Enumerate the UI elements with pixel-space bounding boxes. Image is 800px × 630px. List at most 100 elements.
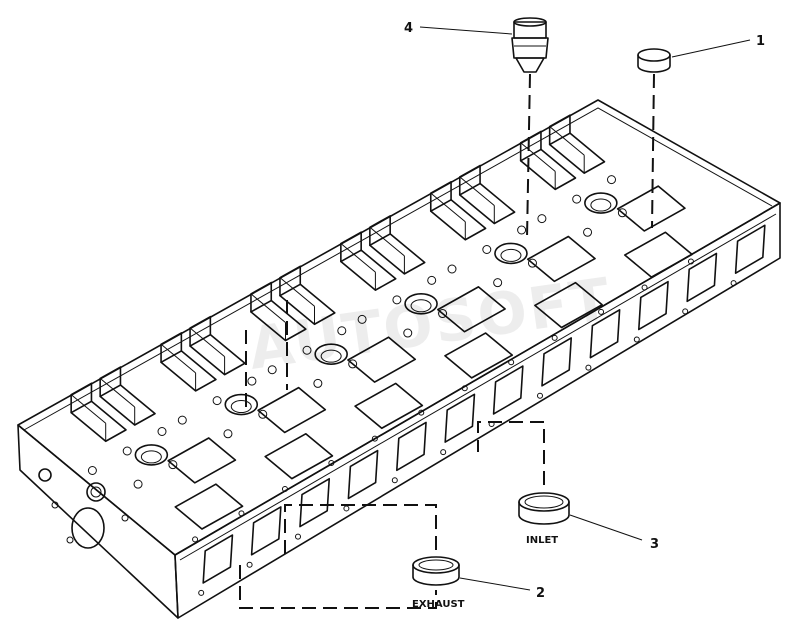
bolt-hole: [537, 214, 547, 224]
bolt-hole: [583, 227, 593, 237]
rocker-pedestal: [340, 249, 397, 291]
side-bolt-hole: [198, 589, 205, 596]
bolt-hole: [133, 479, 143, 489]
rocker-pedestal-top: [429, 180, 452, 212]
side-bolt-hole: [343, 505, 350, 512]
side-bolt-hole: [633, 336, 640, 343]
top-port: [174, 483, 244, 530]
rocker-pedestal: [99, 384, 156, 426]
bores-and-holes: [87, 175, 694, 543]
part-1-cap: [637, 48, 671, 229]
pedestal-edge: [250, 293, 286, 323]
pedestal-edge: [430, 192, 466, 223]
injector-bore: [314, 343, 348, 365]
exhaust-caption: EXHAUST: [412, 599, 465, 610]
rocker-pedestal: [70, 400, 127, 443]
rocker-pedestal-top: [250, 281, 273, 313]
pedestal-edge: [279, 277, 315, 307]
cylinder-head-block: [17, 99, 781, 619]
side-port: [395, 421, 427, 472]
side-port: [202, 534, 234, 584]
side-port: [347, 449, 379, 500]
bolt-hole: [223, 429, 233, 439]
small-hole: [551, 334, 558, 341]
top-port: [354, 382, 424, 430]
bolt-hole: [337, 326, 347, 336]
pedestal-edge: [99, 378, 136, 408]
end-hole-icon: [38, 468, 52, 482]
side-port: [686, 252, 718, 303]
bolt-hole: [177, 415, 187, 425]
top-port: [347, 336, 417, 383]
side-bolt-hole: [585, 364, 592, 371]
rocker-pedestal-top: [340, 231, 362, 263]
bolt-hole: [447, 264, 457, 274]
bolt-hole: [87, 466, 97, 475]
side-bolt-hole: [730, 280, 737, 287]
pedestal-edge: [369, 226, 405, 257]
top-port: [437, 286, 506, 333]
part-3-inlet-ring: [477, 421, 570, 525]
side-bolt-hole: [537, 392, 543, 399]
bolt-hole: [168, 460, 178, 470]
injector-bore: [494, 242, 528, 265]
injector-bore-inner: [320, 349, 342, 363]
side-bolt-hole: [440, 449, 447, 456]
callout-1-number: 1: [756, 34, 765, 49]
side-face-ports: [198, 224, 766, 596]
side-bolt-hole: [682, 308, 689, 315]
rocker-pedestal: [369, 233, 426, 275]
top-port: [534, 281, 603, 329]
top-port: [444, 332, 514, 379]
small-hole: [641, 284, 648, 291]
rocker-pedestal: [548, 132, 606, 174]
pedestal-edge: [549, 126, 585, 156]
callout-2: 2 EXHAUST: [412, 577, 545, 610]
part-4-injector: [511, 17, 549, 239]
side-port: [299, 477, 331, 528]
injector-bore: [224, 393, 259, 416]
pedestal-edge: [459, 176, 495, 206]
bolt-hole: [617, 208, 627, 218]
bolt-hole: [517, 225, 527, 235]
side-bolt-hole: [295, 533, 301, 540]
injector-bore-inner: [590, 198, 612, 212]
injector-bore: [584, 192, 618, 214]
injector-bore-inner: [500, 248, 522, 262]
bolt-hole: [122, 446, 132, 456]
block-end-face: [17, 424, 179, 619]
callout-3: 3 INLET: [526, 514, 659, 552]
callout-2-number: 2: [536, 586, 545, 601]
small-hole: [192, 536, 199, 543]
rocker-pedestal-top: [160, 332, 183, 364]
bolt-hole: [527, 258, 537, 268]
bolt-hole: [572, 194, 582, 204]
small-hole: [598, 308, 605, 315]
injector-bore: [404, 292, 438, 315]
small-hole: [371, 435, 378, 442]
rocker-pedestal: [519, 148, 577, 191]
side-bolt-hole: [391, 477, 398, 484]
top-face-ports: [167, 185, 693, 530]
pedestal-edge: [189, 327, 225, 358]
bolt-hole: [607, 175, 616, 185]
bolt-hole: [313, 378, 323, 388]
top-port: [264, 432, 334, 480]
rocker-pedestal-top: [70, 382, 93, 414]
callout-1: 1: [671, 34, 765, 58]
injector-bore-inner: [230, 400, 252, 414]
small-hole: [418, 409, 425, 416]
top-port: [167, 437, 237, 484]
side-port: [492, 365, 524, 415]
rocker-pedestal: [279, 283, 336, 326]
side-port: [589, 308, 621, 359]
small-hole: [281, 486, 288, 493]
bolt-hole: [438, 309, 448, 319]
rocker-pedestal-top: [519, 130, 542, 162]
side-port: [250, 506, 282, 556]
callout-4-number: 4: [404, 21, 413, 36]
pedestal-edge: [340, 243, 376, 273]
pedestal-edge: [70, 394, 107, 424]
injector-bore-inner: [410, 299, 432, 313]
